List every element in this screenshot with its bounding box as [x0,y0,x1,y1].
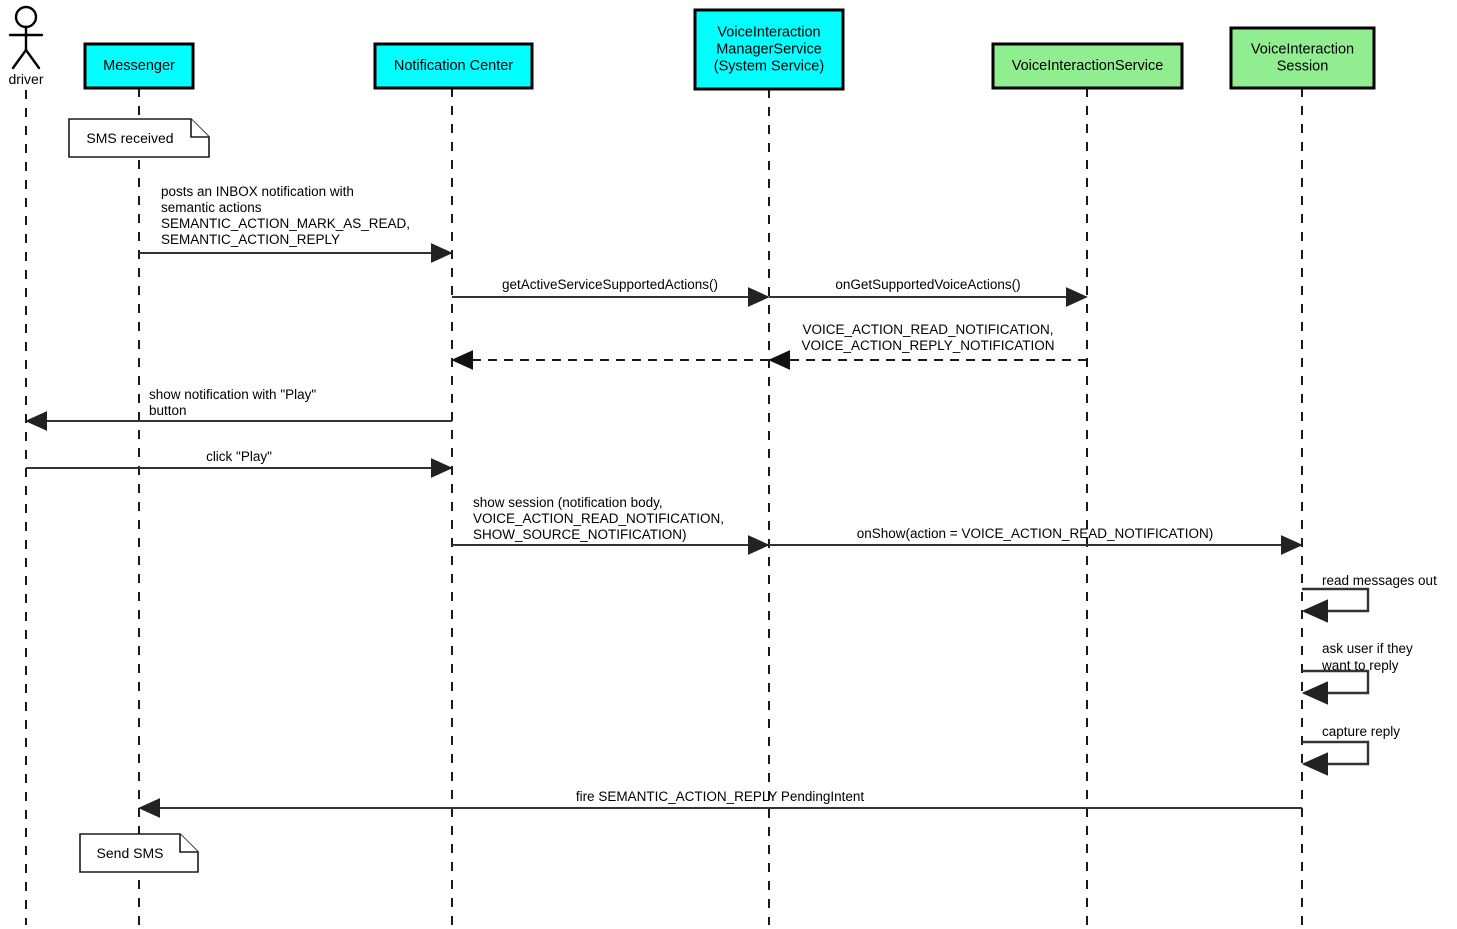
participant-box-voiceinteraction-session [1229,26,1376,90]
actor-layer: driver [8,5,44,87]
message-msg-show-session[interactable]: show session (notification body,VOICE_AC… [452,495,770,555]
participant-box-messenger [83,42,195,90]
participant-label-voiceinteraction-managerservice: ManagerService [716,41,822,57]
participant-messenger[interactable]: Messenger [83,42,195,90]
stick-figure-actor-head [14,5,38,29]
message-label-msg-post-inbox-notification: semantic actions [161,200,262,215]
participant-box-voiceinteraction-managerservice [693,8,845,91]
stick-figure-actor-leg-right [24,48,41,70]
self-message-self-capture-reply[interactable]: capture reply [1301,724,1400,776]
self-message-label-self-ask-user-if-they-want-to-reply: ask user if they [1322,641,1413,656]
participant-label-messenger: Messenger [103,58,175,74]
message-label-msg-return-voice-actions-to-manager: VOICE_ACTION_READ_NOTIFICATION, [802,322,1053,337]
message-label-msg-show-notification-with-play-button: button [149,403,187,418]
stick-figure-actor-leg-left [11,48,28,70]
self-message-label-self-ask-user-if-they-want-to-reply: want to reply [1321,658,1399,673]
note-body-note-sms-received [68,118,210,158]
participant-notification-center[interactable]: Notification Center [373,42,534,90]
self-message-arrow-self-ask-user-if-they-want-to-reply [1301,669,1370,705]
message-msg-on-get-supported-voice-actions[interactable]: onGetSupportedVoiceActions() [769,277,1088,307]
message-msg-fire-semantic-action-reply-pending-intent[interactable]: fire SEMANTIC_ACTION_REPLY PendingIntent [138,789,1302,818]
message-msg-show-notification-with-play-button[interactable]: show notification with "Play"button [25,387,452,431]
message-msg-on-show[interactable]: onShow(action = VOICE_ACTION_READ_NOTIFI… [769,526,1303,555]
note-note-send-sms[interactable]: Send SMS [79,833,199,873]
note-fold-note-send-sms [179,834,198,853]
note-note-sms-received[interactable]: SMS received [68,118,210,158]
note-body-note-send-sms [79,833,199,873]
message-label-msg-fire-semantic-action-reply-pending-intent: fire SEMANTIC_ACTION_REPLY PendingIntent [576,789,865,804]
message-label-msg-on-get-supported-voice-actions: onGetSupportedVoiceActions() [835,277,1020,292]
self-message-arrow-self-capture-reply [1301,740,1370,776]
message-msg-click-play[interactable]: click "Play" [26,449,453,478]
message-label-msg-show-session: VOICE_ACTION_READ_NOTIFICATION, [473,511,724,526]
message-label-msg-post-inbox-notification: SEMANTIC_ACTION_REPLY [161,232,340,247]
participant-label-voiceinteraction-session: VoiceInteraction [1251,41,1354,57]
message-label-msg-return-voice-actions-to-manager: VOICE_ACTION_REPLY_NOTIFICATION [801,338,1054,353]
self-message-self-ask-user-if-they-want-to-reply[interactable]: ask user if they want to reply [1301,641,1413,705]
participant-box-notification-center [373,42,534,90]
message-msg-post-inbox-notification[interactable]: posts an INBOX notification withsemantic… [139,184,453,263]
note-label-note-sms-received: SMS received [86,130,173,146]
message-label-msg-show-notification-with-play-button: show notification with "Play" [149,387,316,402]
participant-label-voiceinteraction-session: Session [1277,58,1329,74]
message-label-msg-post-inbox-notification: posts an INBOX notification with [161,184,354,199]
participant-box-voiceinteractionservice [991,42,1184,90]
self-message-self-read-messages-out[interactable]: read messages out [1301,573,1437,623]
messages-layer: posts an INBOX notification withsemantic… [25,184,1303,818]
note-label-note-send-sms: Send SMS [97,845,164,861]
self-messages-layer: read messages out ask user if they want to… [1301,573,1437,776]
actor-driver[interactable]: driver [8,5,44,87]
message-msg-get-active-service-supported-actions[interactable]: getActiveServiceSupportedActions() [452,277,770,307]
self-message-label-self-capture-reply: capture reply [1322,724,1400,739]
note-fold-note-sms-received [190,119,209,138]
message-label-msg-post-inbox-notification: SEMANTIC_ACTION_MARK_AS_READ, [161,216,410,231]
participant-label-voiceinteraction-managerservice: (System Service) [714,58,824,74]
participants-layer: Messenger Notification Center VoiceInterac… [83,8,1376,91]
participant-label-voiceinteractionservice: VoiceInteractionService [1012,58,1164,74]
message-msg-return-voice-actions-to-manager[interactable]: VOICE_ACTION_READ_NOTIFICATION,VOICE_ACT… [768,322,1087,370]
participant-label-voiceinteraction-managerservice: VoiceInteraction [717,24,820,40]
message-label-msg-show-session: SHOW_SOURCE_NOTIFICATION) [473,527,687,542]
message-label-msg-get-active-service-supported-actions: getActiveServiceSupportedActions() [502,277,718,292]
message-label-msg-show-session: show session (notification body, [473,495,663,510]
lifelines-layer [25,88,1303,925]
self-message-label-self-read-messages-out: read messages out [1322,573,1437,588]
participant-voiceinteractionservice[interactable]: VoiceInteractionService [991,42,1184,90]
message-label-msg-on-show: onShow(action = VOICE_ACTION_READ_NOTIFI… [857,526,1213,541]
participant-label-notification-center: Notification Center [394,58,513,74]
self-message-arrow-self-read-messages-out [1301,587,1370,623]
message-label-msg-click-play: click "Play" [206,449,272,464]
actor-label: driver [8,71,43,87]
